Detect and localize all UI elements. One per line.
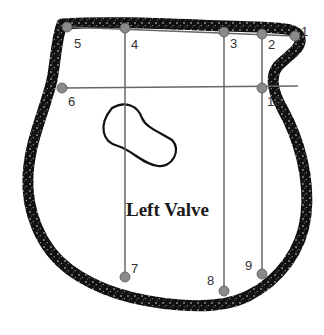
callout-number: 2: [268, 38, 275, 51]
callout-number: 7: [131, 262, 138, 275]
measurement-lines: [62, 27, 298, 291]
muscle-scar: [103, 104, 176, 166]
callout-number: 6: [68, 95, 75, 108]
shell-outline: [28, 23, 307, 306]
callout-number: 10: [267, 95, 281, 108]
callout-number: 9: [245, 259, 252, 272]
callout-number: 4: [131, 38, 138, 51]
callout-number: 8: [207, 274, 214, 287]
callout-number: 3: [230, 37, 237, 50]
valve-title: Left Valve: [126, 200, 209, 219]
landmark-dots: [57, 22, 300, 296]
callout-number: 1: [301, 25, 308, 38]
callout-number: 5: [74, 37, 81, 50]
